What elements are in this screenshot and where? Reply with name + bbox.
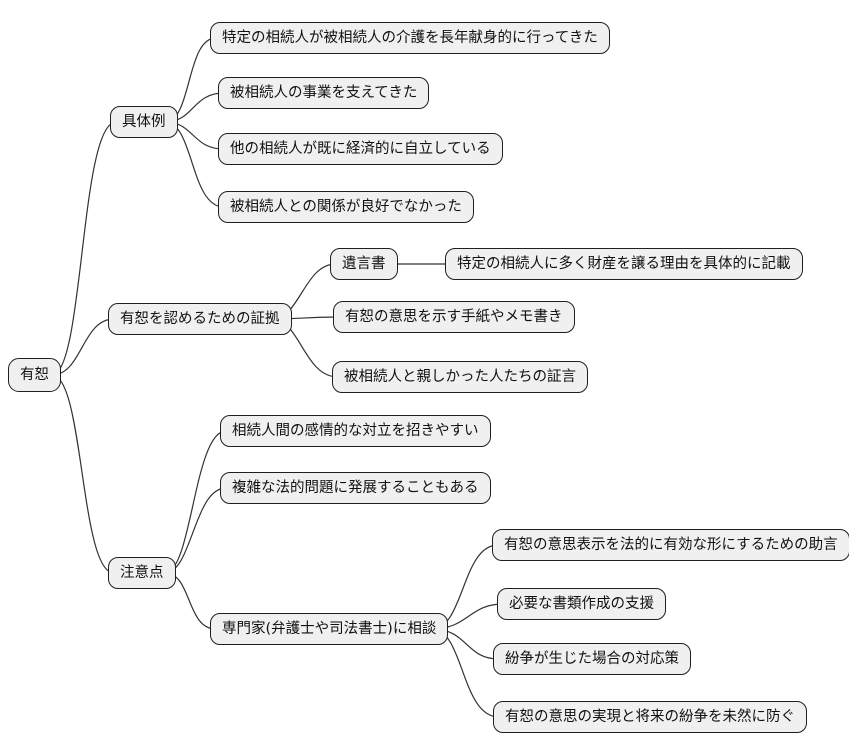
node-concrete-examples: 具体例	[110, 106, 178, 138]
node-example-financial-independence: 他の相続人が既に経済的に自立している	[218, 133, 503, 165]
node-evidence: 有恕を認めるための証拠	[108, 303, 292, 335]
node-caution-legal-issues: 複雑な法的問題に発展することもある	[220, 472, 491, 504]
node-example-poor-relationship: 被相続人との関係が良好でなかった	[218, 191, 474, 223]
node-cautions: 注意点	[108, 557, 176, 589]
node-example-caregiving: 特定の相続人が被相続人の介護を長年献身的に行ってきた	[210, 22, 610, 54]
node-caution-consult-expert: 専門家(弁護士や司法書士)に相談	[210, 613, 449, 645]
node-example-business-support: 被相続人の事業を支えてきた	[218, 77, 430, 109]
connector-root-examples	[51, 121, 117, 376]
node-evidence-will: 遺言書	[330, 248, 398, 280]
node-expert-document-support: 必要な書類作成の支援	[497, 588, 666, 620]
node-evidence-letters-memos: 有恕の意思を示す手紙やメモ書き	[333, 301, 575, 333]
connector-cautions-conflict	[164, 430, 227, 574]
node-will-specific-reason: 特定の相続人に多く財産を譲る理由を具体的に記載	[445, 248, 803, 280]
connector-root-cautions	[51, 374, 115, 574]
node-expert-prevent-disputes: 有恕の意思の実現と将来の紛争を未然に防ぐ	[493, 701, 807, 733]
node-root: 有恕	[8, 358, 61, 392]
node-expert-dispute-response: 紛争が生じた場合の対応策	[493, 643, 691, 675]
node-evidence-testimony: 被相続人と親しかった人たちの証言	[332, 361, 588, 393]
node-caution-emotional-conflict: 相続人間の感情的な対立を招きやすい	[220, 415, 491, 447]
node-expert-legal-advice: 有恕の意思表示を法的に有効な形にするための助言	[492, 529, 849, 561]
